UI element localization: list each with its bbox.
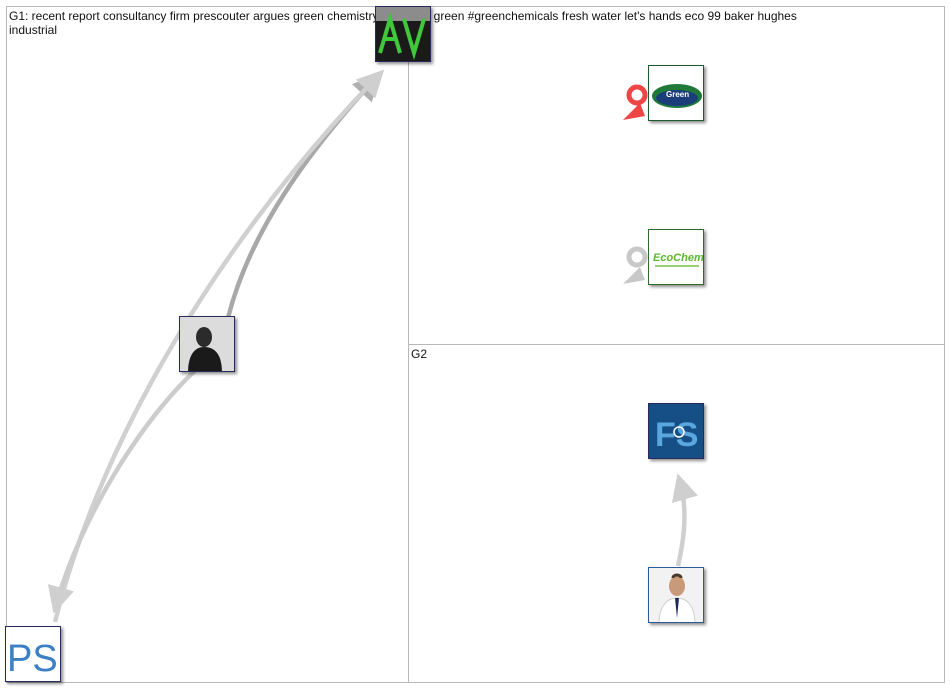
node-man-bw[interactable] — [179, 316, 235, 372]
node-man-suit[interactable] — [648, 567, 704, 623]
group-panel-g3: G3: green #greenchemicals fresh water le… — [408, 6, 945, 345]
group-label-g1: G1: recent report consultancy firm presc… — [9, 9, 405, 37]
node-ps[interactable]: PS — [5, 626, 61, 682]
ecochem-logo-icon: EcoChem — [649, 230, 704, 284]
self-loop-green-logo — [623, 84, 648, 120]
fs-logo-icon: FS — [649, 404, 703, 458]
node-av[interactable] — [375, 6, 431, 62]
edge-man-bw-to-ps — [47, 364, 202, 614]
green-logo-text: Green — [666, 90, 689, 99]
node-green-logo[interactable]: Green — [648, 65, 704, 121]
node-ecochem[interactable]: EcoChem — [648, 229, 704, 285]
group-panel-g2: G2 — [408, 344, 945, 683]
av-logo-icon — [376, 7, 430, 61]
ps-logo-text: PS — [7, 638, 58, 680]
person-avatar-icon — [180, 317, 234, 371]
group-label-g2: G2 — [411, 347, 428, 361]
edge-man-suit-to-fs — [671, 473, 698, 567]
green-logo-icon: Green — [649, 66, 703, 120]
node-fs[interactable]: FS — [648, 403, 704, 459]
self-loop-ecochem — [623, 246, 648, 284]
ecochem-logo-text: EcoChem — [653, 252, 704, 264]
group-label-g3: G3: green #greenchemicals fresh water le… — [411, 9, 797, 23]
fs-logo-text: FS — [655, 416, 698, 454]
ps-logo-icon: PS — [6, 627, 60, 681]
person-avatar-icon — [649, 568, 703, 622]
edge-man-bw-to-av — [225, 73, 381, 319]
